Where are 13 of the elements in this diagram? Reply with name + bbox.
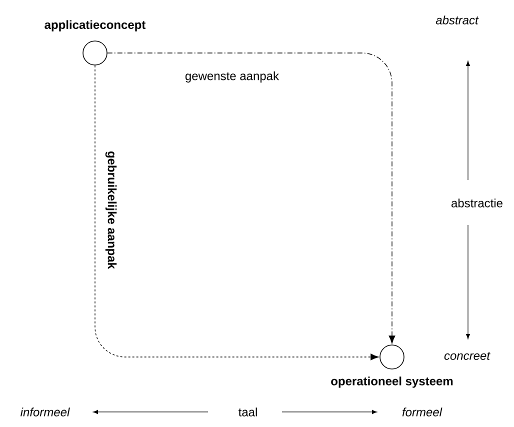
text-label: concreet [444, 352, 490, 360]
circle-node: applicatieconcept [44, 20, 146, 66]
axis-label: abstractie [452, 198, 502, 208]
edge-label: gebruikelijke aanpak [104, 150, 118, 270]
text-label: formeel [402, 408, 442, 416]
connector-arrow [94, 65, 379, 360]
axis-label: taal [238, 408, 257, 416]
edge-label: gewenste aanpak [184, 70, 280, 84]
connector-arrow [107, 52, 396, 344]
node-label: applicatieconcept [44, 20, 146, 32]
node-label: operationeel systeem [331, 376, 453, 388]
text-label: abstract [436, 16, 479, 24]
text-label: informeel [20, 408, 70, 416]
